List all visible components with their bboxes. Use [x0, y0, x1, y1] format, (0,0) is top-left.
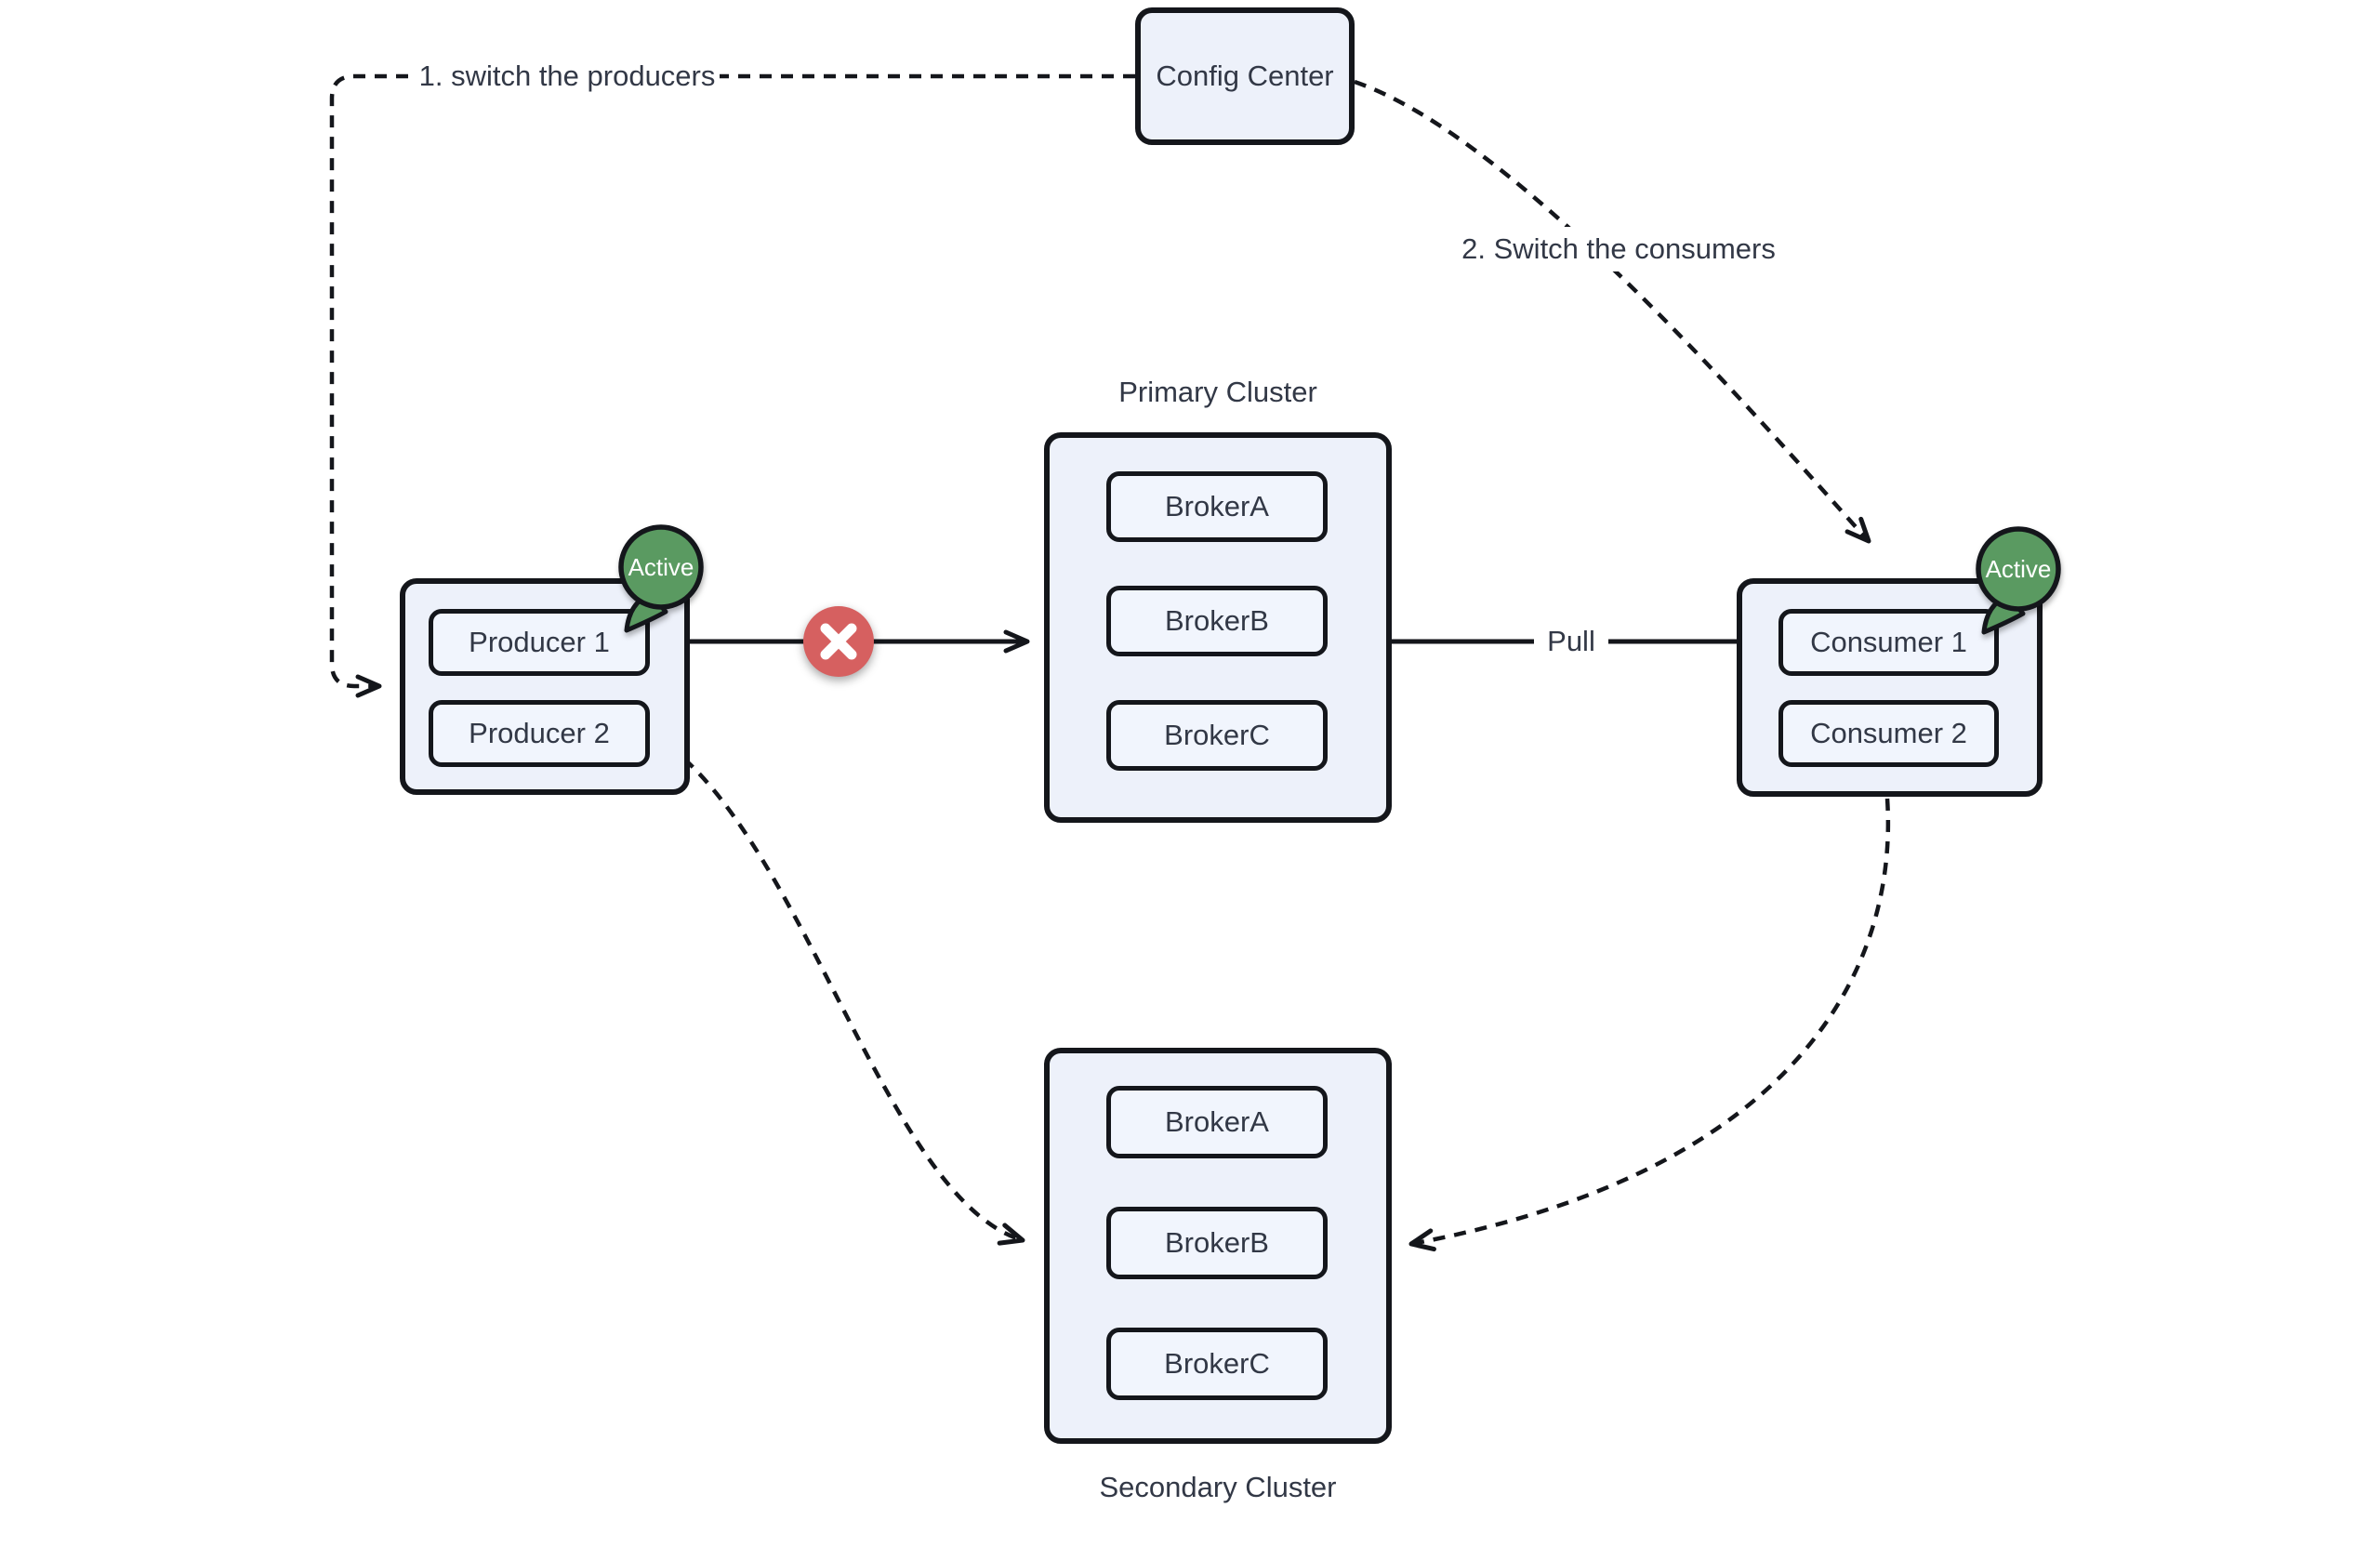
edge-config-to-producers: [329, 73, 1135, 698]
broker-node: BrokerC: [1106, 1328, 1328, 1400]
secondary-cluster-title: Secondary Cluster: [1099, 1471, 1337, 1503]
consumer-active-badge: Active: [1971, 524, 2071, 638]
error-x-icon: [803, 606, 874, 677]
consumer-2-node: Consumer 2: [1778, 700, 1999, 767]
edge-producer2-to-secondary: [648, 732, 1025, 1246]
speech-bubble-icon: [1976, 526, 2061, 635]
edge-config-to-consumers: [1354, 79, 1871, 544]
broken-link-indicator: [801, 604, 876, 679]
producer-2-node: Producer 2: [429, 700, 650, 767]
config-center-label: Config Center: [1156, 60, 1334, 92]
broker-node: BrokerB: [1106, 586, 1328, 656]
broker-node: BrokerC: [1106, 700, 1328, 771]
producer-1-node: Producer 1: [429, 609, 650, 676]
consumer-1-node: Consumer 1: [1778, 609, 1999, 676]
primary-cluster-title: Primary Cluster: [1118, 376, 1317, 408]
broker-node: BrokerB: [1106, 1207, 1328, 1279]
step2-annotation: 2. Switch the consumers: [1461, 227, 1776, 271]
step1-annotation: 1. switch the producers: [415, 54, 720, 99]
edge-consumer-to-secondary: [1408, 798, 1891, 1252]
broker-node: BrokerA: [1106, 1086, 1328, 1158]
pull-label: Pull: [1534, 619, 1608, 664]
config-center-node: [1135, 7, 1355, 145]
broker-node: BrokerA: [1106, 471, 1328, 542]
speech-bubble-icon: [618, 524, 704, 633]
producer-active-badge-label: Active: [628, 552, 694, 581]
producer-active-badge: Active: [614, 522, 714, 636]
consumer-active-badge-label: Active: [1985, 554, 2052, 583]
